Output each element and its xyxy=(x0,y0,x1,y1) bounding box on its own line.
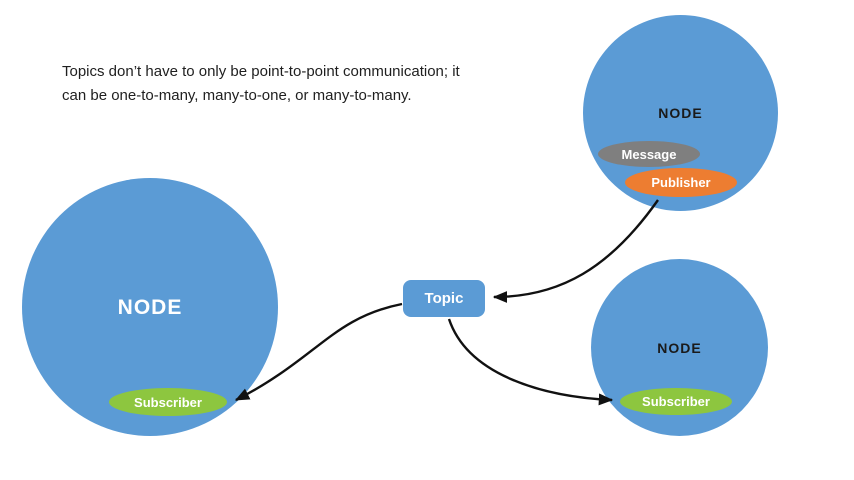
topic-box: Topic xyxy=(403,280,485,317)
caption-line1: Topics don’t have to only be point-to-po… xyxy=(62,63,460,80)
arrow-topic-to-bottom-subscriber xyxy=(447,318,614,406)
bottom-right-node-label: NODE xyxy=(657,340,702,356)
topic-label: Topic xyxy=(424,290,464,307)
caption: Topics don’t have to only be point-to-po… xyxy=(62,60,502,108)
left-node-label: NODE xyxy=(117,296,183,319)
top-right-node-label: NODE xyxy=(658,105,703,121)
caption-line2: can be one-to-many, many-to-one, or many… xyxy=(62,87,412,104)
message-pill: Message xyxy=(598,141,700,167)
left-subscriber-pill: Subscriber xyxy=(109,388,227,416)
bottom-right-subscriber-pill: Subscriber xyxy=(620,388,732,415)
publisher-pill: Publisher xyxy=(625,168,737,197)
